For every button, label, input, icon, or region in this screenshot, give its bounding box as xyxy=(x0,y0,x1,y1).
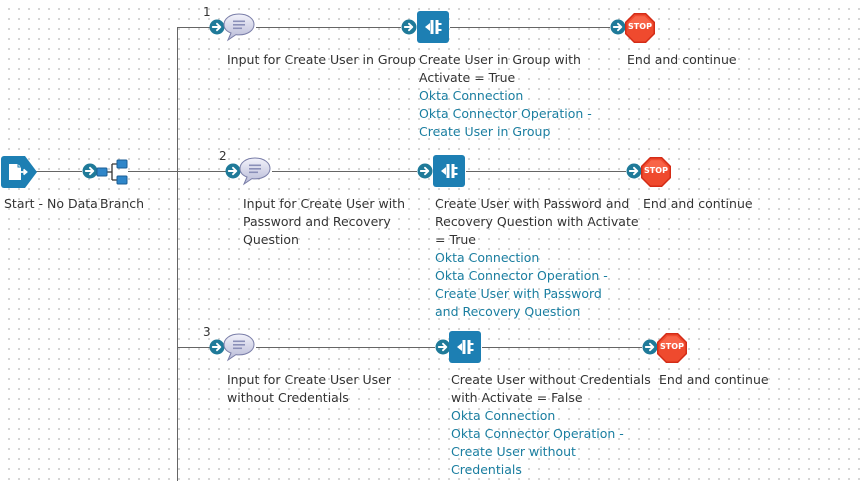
operation-link[interactable]: Okta Connector Operation - xyxy=(435,268,608,283)
stop-badge: STOP xyxy=(660,342,684,351)
stop-badge: STOP xyxy=(644,166,668,175)
connector-label-line: Create User in Group with xyxy=(419,52,581,67)
connector-label-line: Create User without Credentials xyxy=(451,372,651,387)
connector-line-path2-in xyxy=(177,171,226,172)
operation-link[interactable]: Okta Connector Operation - xyxy=(451,426,624,441)
message-label: Input for Create User in Group xyxy=(227,52,416,67)
connector-label-line: Activate = True xyxy=(419,70,516,85)
speech-bubble-icon[interactable] xyxy=(222,332,256,362)
connector-line-start-branch xyxy=(36,171,82,172)
connector-line-path1-in xyxy=(177,27,210,28)
message-label: Input for Create User User xyxy=(227,372,391,387)
branch-vertical-line xyxy=(177,27,178,481)
arrow-right-circle-icon[interactable] xyxy=(401,19,417,35)
connector-label-line: = True xyxy=(435,232,476,247)
operation-link[interactable]: Create User with Password xyxy=(435,286,602,301)
message-label: Question xyxy=(243,232,299,247)
operation-link[interactable]: and Recovery Question xyxy=(435,304,581,319)
branch-shape[interactable] xyxy=(96,158,128,186)
connector-line-path2-mid xyxy=(272,171,417,172)
connector-line-path1-end xyxy=(450,27,610,28)
connection-link[interactable]: Okta Connection xyxy=(451,408,556,423)
connector-line-path3-end xyxy=(482,347,642,348)
stop-shape[interactable]: STOP xyxy=(640,156,672,188)
stop-shape[interactable]: STOP xyxy=(656,332,688,364)
arrow-right-circle-icon[interactable] xyxy=(417,163,433,179)
message-label: Input for Create User with xyxy=(243,196,405,211)
connector-line-path2-end xyxy=(466,171,626,172)
operation-link[interactable]: Credentials xyxy=(451,462,522,477)
stop-label: End and continue xyxy=(627,52,737,67)
speech-bubble-icon[interactable] xyxy=(222,12,256,42)
operation-link[interactable]: Create User without xyxy=(451,444,576,459)
branch-label: Branch xyxy=(100,196,145,211)
connection-link[interactable]: Okta Connection xyxy=(435,250,540,265)
start-document-icon xyxy=(1,156,37,188)
message-label: without Credentials xyxy=(227,390,349,405)
stop-shape[interactable]: STOP xyxy=(624,12,656,44)
stop-badge: STOP xyxy=(628,22,652,31)
connector-line-branch-out xyxy=(128,171,177,172)
connector-line-path3-mid xyxy=(256,347,435,348)
connector-label-line: Create User with Password and xyxy=(435,196,630,211)
start-shape[interactable] xyxy=(1,156,37,188)
operation-link[interactable]: Create User in Group xyxy=(419,124,551,139)
start-label: Start - No Data xyxy=(4,196,98,211)
message-label: Password and Recovery xyxy=(243,214,391,229)
connector-label-line: with Activate = False xyxy=(451,390,583,405)
connector-plug-icon[interactable] xyxy=(449,331,481,363)
speech-bubble-icon[interactable] xyxy=(238,156,272,186)
operation-link[interactable]: Okta Connector Operation - xyxy=(419,106,592,121)
connection-link[interactable]: Okta Connection xyxy=(419,88,524,103)
connector-plug-icon[interactable] xyxy=(433,155,465,187)
stop-label: End and continue xyxy=(659,372,769,387)
connector-label-line: Recovery Question with Activate xyxy=(435,214,639,229)
connector-line-path3-in xyxy=(177,347,210,348)
branch-path-number: 2 xyxy=(219,149,227,163)
branch-path-number: 3 xyxy=(203,325,211,339)
connector-plug-icon[interactable] xyxy=(417,11,449,43)
branch-path-number: 1 xyxy=(203,5,211,19)
branch-icon xyxy=(96,159,128,185)
stop-label: End and continue xyxy=(643,196,753,211)
connector-line-path1-mid xyxy=(256,27,401,28)
